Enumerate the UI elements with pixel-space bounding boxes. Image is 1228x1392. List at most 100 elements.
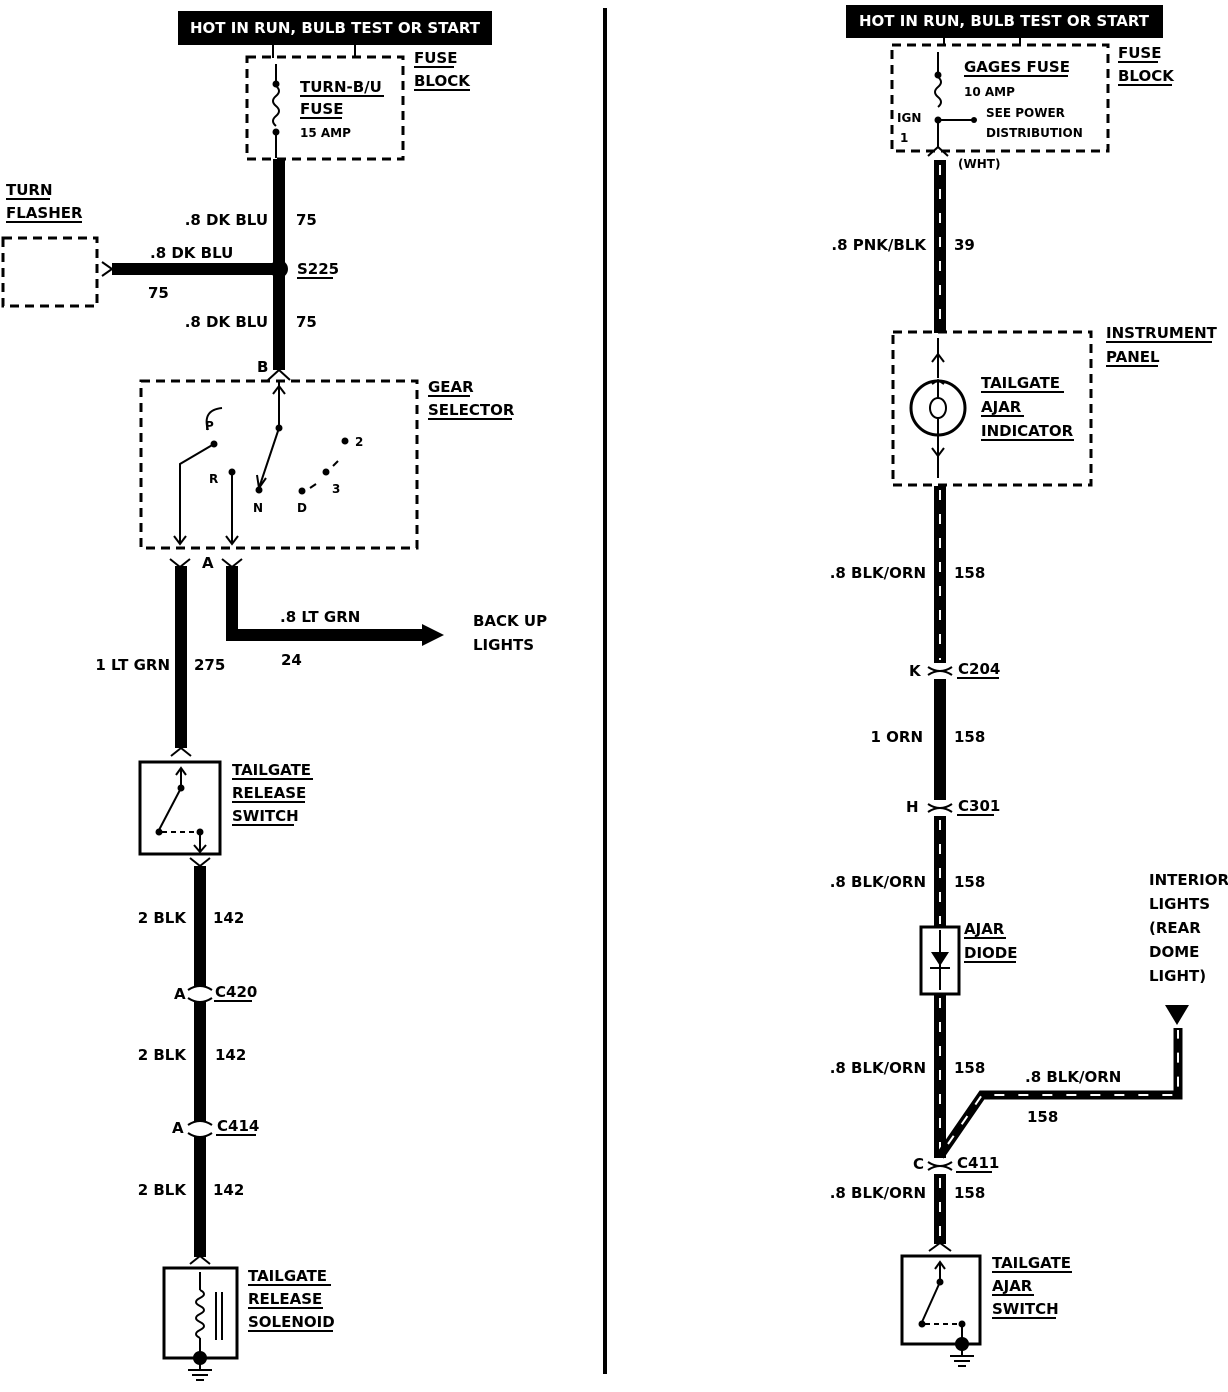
right-header-bg xyxy=(846,5,1163,38)
turn-flasher-label-1: TURN xyxy=(6,181,53,199)
left-w4-gauge: 2 BLK xyxy=(138,909,188,927)
solenoid-label-1: TAILGATE xyxy=(248,1267,327,1285)
right-fuse-element xyxy=(934,76,942,108)
interior-label-3: (REAR xyxy=(1149,919,1201,937)
c204-pin: K xyxy=(909,662,922,680)
turn-flasher-label-2: FLASHER xyxy=(6,204,83,222)
backup-circuit: 24 xyxy=(281,651,302,669)
left-w1-circuit: 75 xyxy=(296,211,317,229)
right-header: HOT IN RUN, BULB TEST OR START xyxy=(859,12,1150,30)
backup-gauge: .8 LT GRN xyxy=(280,608,360,626)
see-power-1: SEE POWER xyxy=(986,106,1065,120)
right-w3-gauge: 1 ORN xyxy=(870,728,923,746)
left-flasher-circuit: 75 xyxy=(148,284,169,302)
indicator-label-1: TAILGATE xyxy=(981,374,1060,392)
right-w3-circuit: 158 xyxy=(954,728,985,746)
left-ground-icon xyxy=(188,1351,212,1381)
turn-flasher-box xyxy=(1,236,99,308)
release-switch-label-1: TAILGATE xyxy=(232,761,311,779)
solenoid-coil-icon xyxy=(195,1289,205,1339)
diode-icon xyxy=(931,952,949,966)
ajar-switch-label-1: TAILGATE xyxy=(992,1254,1071,1272)
instrument-panel-box xyxy=(891,330,1093,487)
left-splice-label: S225 xyxy=(297,260,339,278)
gear-2: 2 xyxy=(355,435,363,449)
left-w5-circuit: 142 xyxy=(215,1046,246,1064)
diode-label-1: AJAR xyxy=(964,920,1005,938)
right-fuse-block-label-2: BLOCK xyxy=(1118,67,1175,85)
right-ground-icon xyxy=(950,1337,974,1367)
right-w5-gauge: .8 BLK/ORN xyxy=(830,1059,926,1077)
backup-arrow xyxy=(422,624,444,646)
c414-name: C414 xyxy=(217,1117,259,1135)
diode-label-2: DIODE xyxy=(964,944,1017,962)
right-w1-circuit: 39 xyxy=(954,236,975,254)
left-fuse-block-label-1: FUSE xyxy=(414,49,457,67)
gear-r: R xyxy=(209,472,218,486)
see-power-2: DISTRIBUTION xyxy=(986,126,1083,140)
backup-label-2: LIGHTS xyxy=(473,636,534,654)
instrument-panel-label-1: INSTRUMENT xyxy=(1106,324,1218,342)
c411-name: C411 xyxy=(957,1154,999,1172)
c204-name: C204 xyxy=(958,660,1000,678)
backup-label-1: BACK UP xyxy=(473,612,547,630)
release-switch-label-3: SWITCH xyxy=(232,807,299,825)
gear-3: 3 xyxy=(332,482,340,496)
wht-label: (WHT) xyxy=(958,157,1000,171)
left-fuse-block xyxy=(245,55,405,161)
left-w6-circuit: 142 xyxy=(213,1181,244,1199)
c411-pin: C xyxy=(913,1155,924,1173)
left-w5-gauge: 2 BLK xyxy=(138,1046,188,1064)
left-circuit: HOT IN RUN, BULB TEST OR START TURN-B/U … xyxy=(1,11,547,1381)
solenoid-label-3: SOLENOID xyxy=(248,1313,335,1331)
right-fuse-block-label-1: FUSE xyxy=(1118,44,1161,62)
right-w5-circuit: 158 xyxy=(954,1059,985,1077)
left-fuse-rating: 15 AMP xyxy=(300,126,351,140)
interior-label-5: LIGHT) xyxy=(1149,967,1206,985)
gear-selector-label-1: GEAR xyxy=(428,378,474,396)
gear-d: D xyxy=(297,501,307,515)
branch-circuit: 158 xyxy=(1027,1108,1058,1126)
left-w2-gauge: .8 DK BLU xyxy=(185,313,268,331)
right-w1-gauge: .8 PNK/BLK xyxy=(831,236,927,254)
left-fuse-name-2: FUSE xyxy=(300,100,343,118)
right-w6-gauge: .8 BLK/ORN xyxy=(830,1184,926,1202)
left-fuse-block-label-2: BLOCK xyxy=(414,72,471,90)
right-circuit: HOT IN RUN, BULB TEST OR START GAGES FUS… xyxy=(830,5,1228,1367)
interior-label-2: LIGHTS xyxy=(1149,895,1210,913)
left-header-bg xyxy=(178,11,492,45)
gages-fuse-rating: 10 AMP xyxy=(964,85,1015,99)
right-w4-gauge: .8 BLK/ORN xyxy=(830,873,926,891)
ajar-switch-label-2: AJAR xyxy=(992,1277,1033,1295)
left-w4-circuit: 142 xyxy=(213,909,244,927)
left-fuse-name-1: TURN-B/U xyxy=(300,78,382,96)
indicator-label-2: AJAR xyxy=(981,398,1022,416)
right-wire-branch xyxy=(936,1028,1183,1159)
left-pin-b: B xyxy=(257,358,268,376)
ign-pin: 1 xyxy=(900,131,908,145)
branch-gauge: .8 BLK/ORN xyxy=(1025,1068,1121,1086)
left-w1-gauge: .8 DK BLU xyxy=(185,211,268,229)
left-header: HOT IN RUN, BULB TEST OR START xyxy=(190,19,481,37)
interior-lights-arrow xyxy=(1165,1005,1189,1025)
c420-name: C420 xyxy=(215,983,257,1001)
left-fuse-element xyxy=(272,85,280,127)
left-flasher-gauge: .8 DK BLU xyxy=(150,244,233,262)
right-w4-circuit: 158 xyxy=(954,873,985,891)
ign-label: IGN xyxy=(897,111,921,125)
instrument-panel-label-2: PANEL xyxy=(1106,348,1160,366)
release-switch-label-2: RELEASE xyxy=(232,784,306,802)
gear-p: P xyxy=(205,419,214,433)
interior-label-4: DOME xyxy=(1149,943,1199,961)
c301-name: C301 xyxy=(958,797,1000,815)
c301-pin: H xyxy=(906,798,919,816)
left-w2-circuit: 75 xyxy=(296,313,317,331)
left-w3-gauge: 1 LT GRN xyxy=(95,656,170,674)
right-w2-circuit: 158 xyxy=(954,564,985,582)
gear-selector-label-2: SELECTOR xyxy=(428,401,515,419)
solenoid-label-2: RELEASE xyxy=(248,1290,322,1308)
ajar-switch-label-3: SWITCH xyxy=(992,1300,1059,1318)
interior-label-1: INTERIOR xyxy=(1149,871,1228,889)
gages-fuse-name: GAGES FUSE xyxy=(964,58,1070,76)
